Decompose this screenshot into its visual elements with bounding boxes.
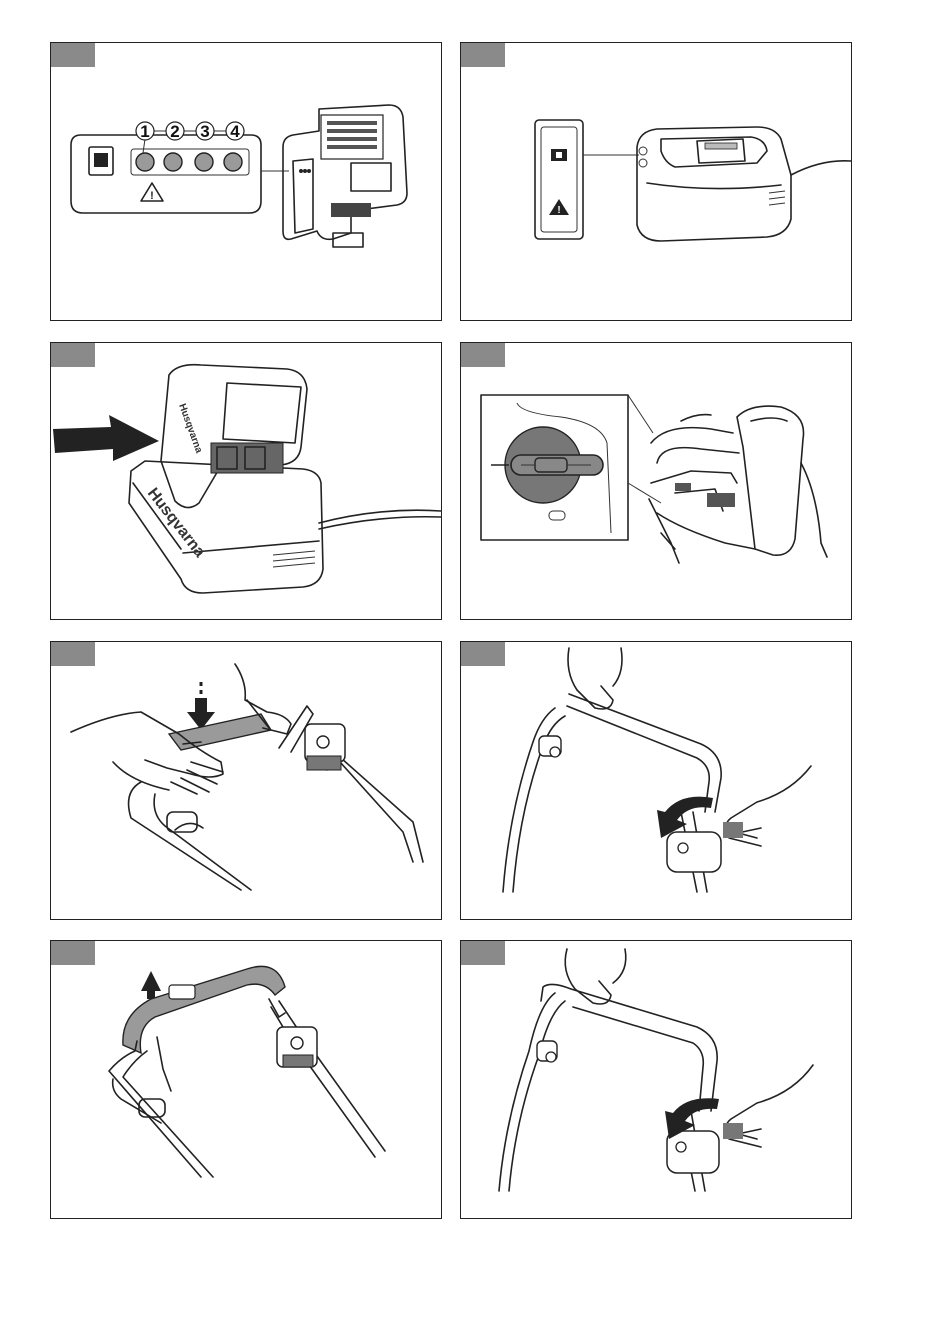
battery-pack xyxy=(283,105,407,247)
press-handle-illustration xyxy=(51,642,442,920)
lever-release-illustration xyxy=(461,642,852,920)
lift-handle-illustration xyxy=(51,941,442,1219)
safety-key-icon xyxy=(505,427,603,503)
figure-panel-8 xyxy=(460,940,852,1219)
lever-fold-illustration xyxy=(461,941,852,1219)
figure-panel-4 xyxy=(460,342,852,620)
charger-indicator-illustration: ! xyxy=(461,43,852,321)
led-2 xyxy=(164,153,182,171)
led-1 xyxy=(136,153,154,171)
battery-indicator-illustration: 1 2 3 4 ! xyxy=(51,43,442,321)
callout-1: 1 xyxy=(140,122,149,141)
warning-triangle-icon: ! xyxy=(549,199,569,216)
led-4 xyxy=(224,153,242,171)
figure-panel-2: ! xyxy=(460,42,852,321)
led-3 xyxy=(195,153,213,171)
callout-4: 4 xyxy=(230,122,240,141)
figure-panel-1: 1 2 3 4 ! xyxy=(50,42,442,321)
power-button-icon xyxy=(89,147,113,175)
press-arrow-icon xyxy=(187,682,215,730)
charger-unit xyxy=(637,127,791,241)
figure-panel-6 xyxy=(460,641,852,920)
figure-panel-5 xyxy=(50,641,442,920)
svg-text:!: ! xyxy=(150,190,154,202)
svg-text:!: ! xyxy=(557,205,560,216)
figure-panel-7 xyxy=(50,940,442,1219)
insert-battery-illustration: Husqvarna Husqvarna xyxy=(51,343,442,620)
battery-icon xyxy=(551,149,567,161)
warning-triangle-icon: ! xyxy=(141,183,163,202)
callout-3: 3 xyxy=(200,122,209,141)
callout-2: 2 xyxy=(170,122,179,141)
safety-key-illustration xyxy=(461,343,852,620)
push-arrow-icon xyxy=(53,415,159,461)
figure-panel-3: Husqvarna Husqvarna xyxy=(50,342,442,620)
battery-brand-label: Husqvarna xyxy=(176,402,204,455)
brand-label: Husqvarna xyxy=(144,485,208,561)
